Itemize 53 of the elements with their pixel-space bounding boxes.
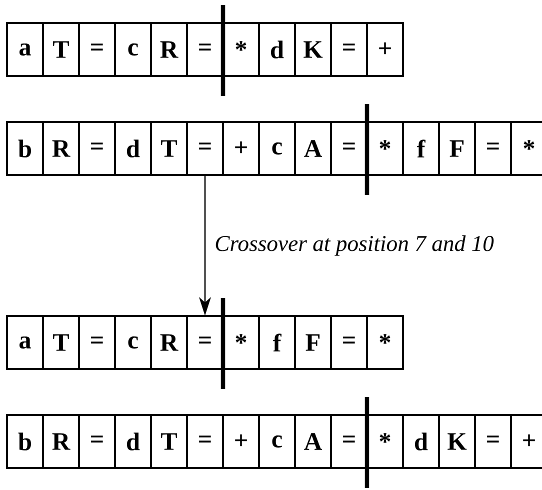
gene-cell: = [186,22,224,77]
gene-cell: = [78,315,116,370]
gene-cell: A [294,121,332,176]
gene-cell: * [222,315,260,370]
gene-cell: = [330,315,368,370]
gene-cell: T [42,22,80,77]
gene-cell: a [6,22,44,77]
gene-cell: T [150,121,188,176]
gene-cell: + [510,414,542,469]
gene-cell: + [222,414,260,469]
gene-cell: d [114,121,152,176]
gene-cell: A [294,414,332,469]
gene-cell: c [114,22,152,77]
gene-cell: R [150,315,188,370]
gene-cell: a [6,315,44,370]
gene-cell: f [258,315,296,370]
gene-cell: d [402,414,440,469]
gene-cell: c [258,414,296,469]
gene-cell: = [78,414,116,469]
gene-cell: F [438,121,476,176]
gene-cell: R [42,121,80,176]
gene-cell: K [438,414,476,469]
gene-cell: c [258,121,296,176]
gene-cell: = [186,315,224,370]
gene-cell: f [402,121,440,176]
gene-cell: d [258,22,296,77]
gene-cell: = [330,121,368,176]
gene-cell: * [366,121,404,176]
gene-cell: = [186,414,224,469]
gene-cell: R [42,414,80,469]
gene-cell: * [366,414,404,469]
gene-cell: T [42,315,80,370]
gene-cell: = [78,121,116,176]
edge-label: Crossover at position 7 and 10 [213,234,496,258]
gene-cell: K [294,22,332,77]
gene-cell: = [474,414,512,469]
gene-cell: = [330,22,368,77]
gene-cell: b [6,121,44,176]
gene-cell: = [186,121,224,176]
gene-cell: + [366,22,404,77]
gene-cell: = [474,121,512,176]
gene-cell: c [114,315,152,370]
gene-cell: F [294,315,332,370]
gene-cell: + [222,121,260,176]
gene-cell: * [222,22,260,77]
gene-cell: * [366,315,404,370]
gene-cell: * [510,121,542,176]
gene-cell: b [6,414,44,469]
gene-cell: = [330,414,368,469]
gene-cell: T [150,414,188,469]
gene-cell: R [150,22,188,77]
gene-cell: d [114,414,152,469]
gene-cell: = [78,22,116,77]
